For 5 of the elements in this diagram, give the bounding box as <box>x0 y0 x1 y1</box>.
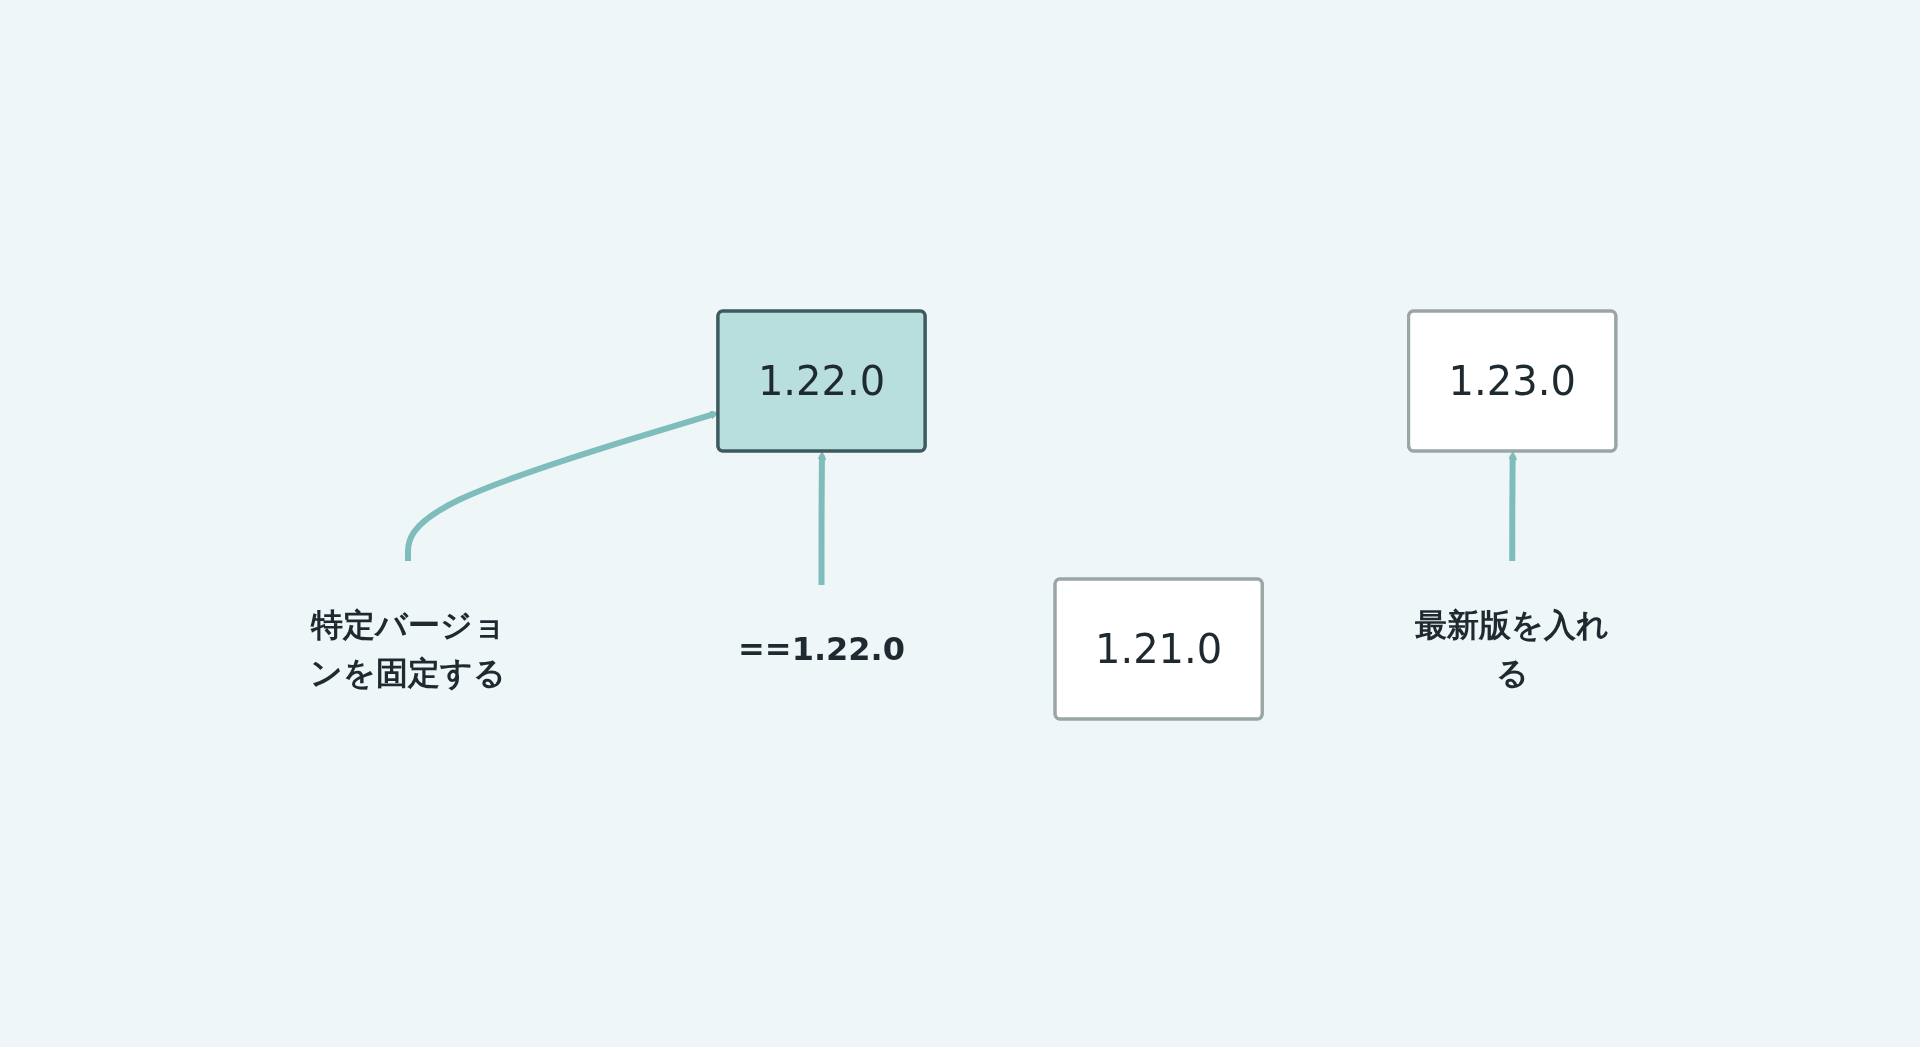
node-text: 最新版を入れる <box>1415 605 1610 692</box>
arrow <box>817 450 827 585</box>
node-text: ==1.22.0 <box>737 629 905 668</box>
node-text: 特定バージョンを固定する <box>309 605 506 692</box>
arrow <box>1508 450 1517 561</box>
